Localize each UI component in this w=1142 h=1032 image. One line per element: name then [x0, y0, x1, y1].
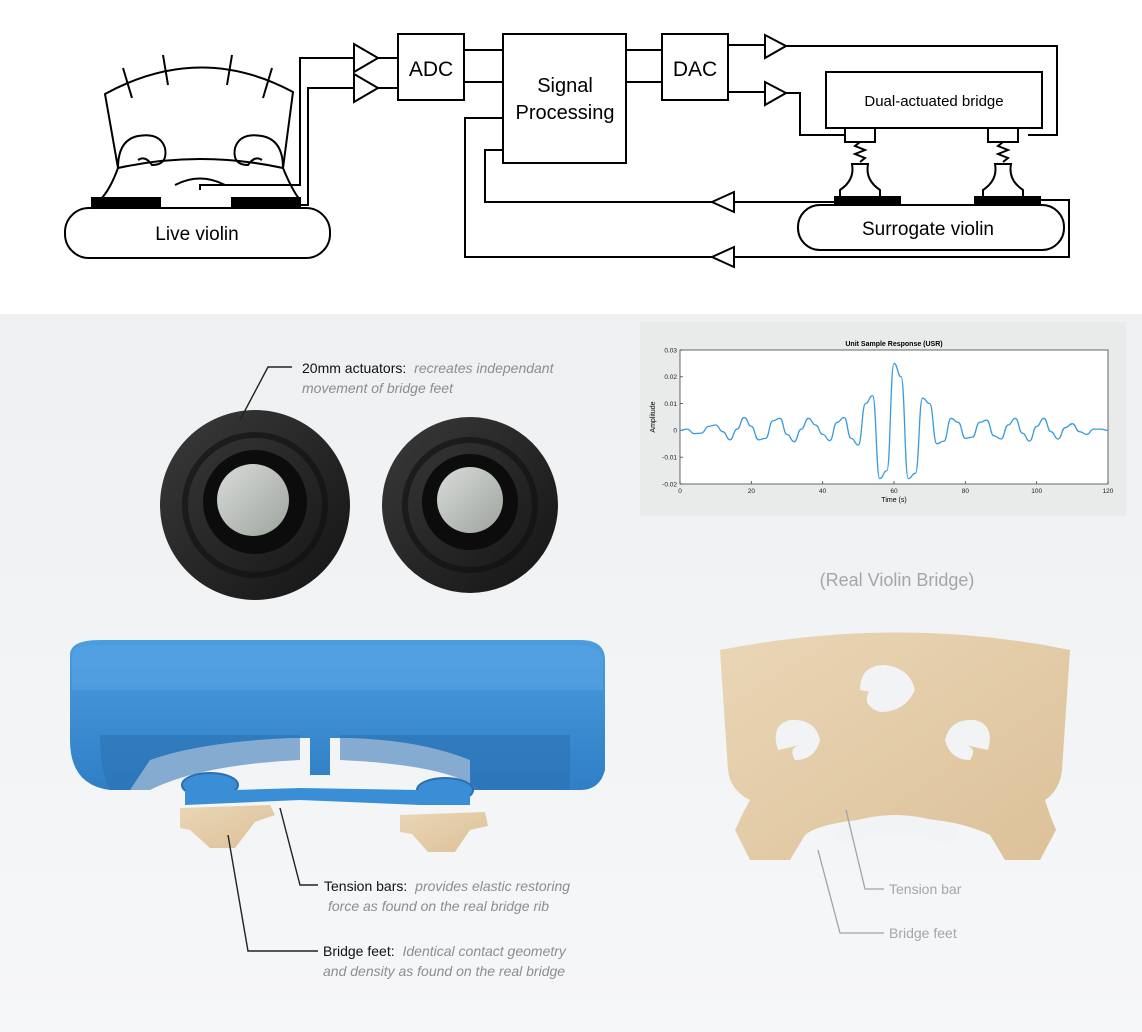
wire-out-1 [786, 45, 1058, 136]
feet-desc-1: Identical contact geometry [403, 943, 567, 959]
x-tick-label: 80 [962, 488, 970, 495]
amp-feedback-1 [709, 190, 735, 214]
usr-chart: Unit Sample Response (USR) Time (s) Ampl… [650, 341, 1114, 504]
tension-annotation-line1: Tension bars: provides elastic restoring [324, 878, 570, 894]
actuators-title: 20mm actuators: [302, 360, 406, 376]
feet-title: Bridge feet: [323, 943, 395, 959]
real-violin-bridge-photo [720, 632, 1070, 860]
real-bridge-caption: (Real Violin Bridge) [820, 570, 975, 590]
leader-tension [279, 807, 318, 886]
actuator-left-photo [160, 410, 350, 600]
feet-desc-2: and density as found on the real bridge [323, 963, 565, 979]
blue-bridge-photo [70, 640, 605, 805]
block-diagram [64, 33, 1070, 269]
surrogate-violin-box [797, 204, 1065, 251]
y-tick-label: -0.02 [662, 481, 677, 488]
live-violin-label: Live violin [155, 224, 238, 245]
series-line [679, 362, 1109, 480]
tension-title: Tension bars: [324, 878, 407, 894]
actuators-desc-1: recreates independant [414, 360, 554, 376]
x-tick-label: 60 [890, 488, 898, 495]
y-tick-label: 0.03 [664, 347, 677, 354]
x-tick-label: 0 [678, 488, 682, 495]
wire-live-1 [199, 57, 354, 190]
processing-label-2: Processing [516, 102, 615, 124]
leader-actuators [239, 366, 292, 421]
dac-box [661, 33, 729, 101]
dual-bridge-box [825, 71, 1043, 129]
x-tick-label: 100 [1031, 488, 1042, 495]
signal-processing-box [502, 33, 627, 164]
y-tick-label: 0 [673, 428, 677, 435]
x-tick-label: 40 [819, 488, 827, 495]
feedback-wire-1 [734, 199, 1070, 258]
x-axis-label: Time (s) [881, 497, 906, 504]
blue-bridge-foot-right [400, 812, 488, 852]
adc-box [397, 33, 465, 101]
leader-real-feet [817, 849, 884, 934]
amp-in-1 [353, 42, 380, 74]
plot-area [679, 349, 1109, 485]
feedback-to-processing-1 [484, 149, 712, 203]
actuator-right [987, 127, 1019, 143]
dac-label: DAC [673, 58, 717, 81]
real-feet-label: Bridge feet [889, 925, 957, 941]
actuators-desc-2: movement of bridge feet [302, 380, 454, 396]
leader-feet [227, 834, 318, 952]
live-violin-box [64, 207, 331, 259]
leader-real-tension [845, 809, 884, 890]
y-tick-label: 0.01 [664, 401, 677, 408]
y-tick-label: 0.02 [664, 374, 677, 381]
live-violin-bridge-sketch [99, 54, 301, 201]
processing-label-1: Signal [537, 75, 593, 97]
x-tick-label: 120 [1103, 488, 1114, 495]
amp-out-1 [764, 33, 789, 60]
spring-left [852, 141, 868, 163]
feedback-to-processing-2 [464, 117, 712, 258]
chart-title: Unit Sample Response (USR) [845, 341, 942, 348]
actuators-annotation-line1: 20mm actuators: recreates independant [302, 360, 555, 376]
actuator-right-photo [382, 417, 558, 593]
wire-out-2 [786, 92, 845, 136]
tension-desc-2: force as found on the real bridge rib [328, 898, 549, 914]
real-tension-label: Tension bar [889, 881, 962, 897]
adc-label: ADC [409, 58, 453, 81]
y-tick-label: -0.01 [662, 455, 677, 462]
feet-annotation-line1: Bridge feet: Identical contact geometry [323, 943, 567, 959]
y-axis-label: Amplitude [650, 401, 657, 432]
blue-bridge-foot-left [180, 805, 275, 848]
amp-feedback-2 [709, 245, 735, 269]
live-foot-right [231, 197, 301, 209]
amp-in-2 [353, 72, 380, 104]
wire-live-2 [265, 87, 354, 206]
amp-out-2 [764, 80, 789, 107]
spring-right [995, 141, 1011, 163]
x-tick-label: 20 [748, 488, 756, 495]
actuator-left [844, 127, 876, 143]
surrogate-violin-label: Surrogate violin [862, 219, 994, 240]
tension-desc-1: provides elastic restoring [414, 878, 570, 894]
dual-bridge-label: Dual-actuated bridge [864, 93, 1003, 110]
live-foot-left [91, 197, 161, 209]
